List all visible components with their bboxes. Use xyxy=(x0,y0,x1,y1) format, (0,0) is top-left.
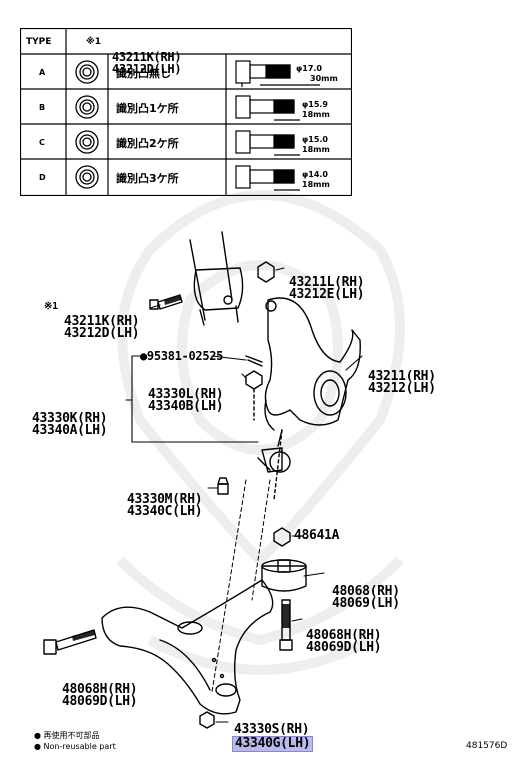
bolt-43211k-thread xyxy=(164,295,181,305)
washer-icon-b xyxy=(75,95,99,119)
strut-drawing xyxy=(189,231,244,326)
legend-line-jp: ● 再使用不可部品 xyxy=(34,731,100,740)
label-48068h-left: 48068H(RH)48069D(LH) xyxy=(62,682,138,709)
label-48641a: 48641A xyxy=(294,528,340,543)
row-d-desc: 識別凸3ケ所 xyxy=(116,172,179,185)
row-b-desc: 識別凸1ケ所 xyxy=(116,102,179,115)
header-mark: ※1 xyxy=(86,37,102,47)
bolt-type-table: TYPE ※1 43211K(RH)43212D(LH) A B C D 識別凸… xyxy=(20,28,352,196)
bolt-side-view-c xyxy=(235,130,295,154)
label-43330s: 43330S(RH)43340G(LH) xyxy=(232,700,314,764)
label-48068h-right: 48068H(RH)48069D(LH) xyxy=(306,628,382,655)
bolt-side-view-d xyxy=(235,165,295,189)
bolt-43330m xyxy=(217,477,229,495)
diagram-number: 481576D xyxy=(466,741,508,751)
lower-control-arm xyxy=(101,579,274,715)
label-43211k: 43211K(RH)43212D(LH) xyxy=(64,314,140,341)
row-c-desc: 識別凸2ケ所 xyxy=(116,137,179,150)
washer-icon-d xyxy=(75,165,99,189)
washer-icon-a xyxy=(75,60,99,84)
bolt-48068h-left-thread xyxy=(72,630,95,641)
row-b-type: B xyxy=(39,103,46,112)
bolt-side-view-b xyxy=(235,95,295,119)
header-type: TYPE xyxy=(26,37,52,47)
dimension-lines xyxy=(260,84,320,191)
ball-joint-drawing xyxy=(257,429,291,501)
label-48068: 48068(RH)48069(LH) xyxy=(332,584,400,611)
label-43211: 43211(RH)43212(LH) xyxy=(368,369,436,396)
steering-knuckle-drawing xyxy=(264,297,361,431)
table-grid xyxy=(20,28,352,196)
row-d-type: D xyxy=(39,173,46,182)
bolt-48068h-right-thread xyxy=(282,604,290,628)
dashed-alignment xyxy=(211,479,271,693)
label-43211l: 43211L(RH)43212E(LH) xyxy=(289,275,365,302)
bolt-side-view-a xyxy=(235,60,291,87)
nut-43211l xyxy=(257,261,275,283)
legend: ● 再使用不可部品 ● Non-reusable part xyxy=(34,730,116,752)
label-43211k-mark: ※1 xyxy=(44,301,58,312)
label-43330m: 43330M(RH)43340C(LH) xyxy=(127,492,203,519)
leader-lines xyxy=(125,267,363,723)
label-43330l: 43330L(RH)43340B(LH) xyxy=(148,387,224,414)
highlighted-part-43340g: 43340G(LH) xyxy=(232,736,314,752)
header-part-numbers: 43211K(RH)43212D(LH) xyxy=(112,50,182,76)
row-c-type: C xyxy=(39,138,45,147)
legend-line-en: ● Non-reusable part xyxy=(34,742,116,751)
row-a-type: A xyxy=(39,68,46,77)
label-43330k: 43330K(RH)43340A(LH) xyxy=(32,411,108,438)
row-a-desc: 識別凸無し xyxy=(116,67,171,80)
nut-43330s xyxy=(199,711,215,729)
nut-43330l xyxy=(245,370,263,421)
washer-icon-c xyxy=(75,130,99,154)
cotter-pin-95381 xyxy=(245,355,263,367)
nut-48641a xyxy=(273,527,291,547)
label-95381: ●95381-02525 xyxy=(140,349,224,363)
bushing-48068 xyxy=(261,559,307,592)
